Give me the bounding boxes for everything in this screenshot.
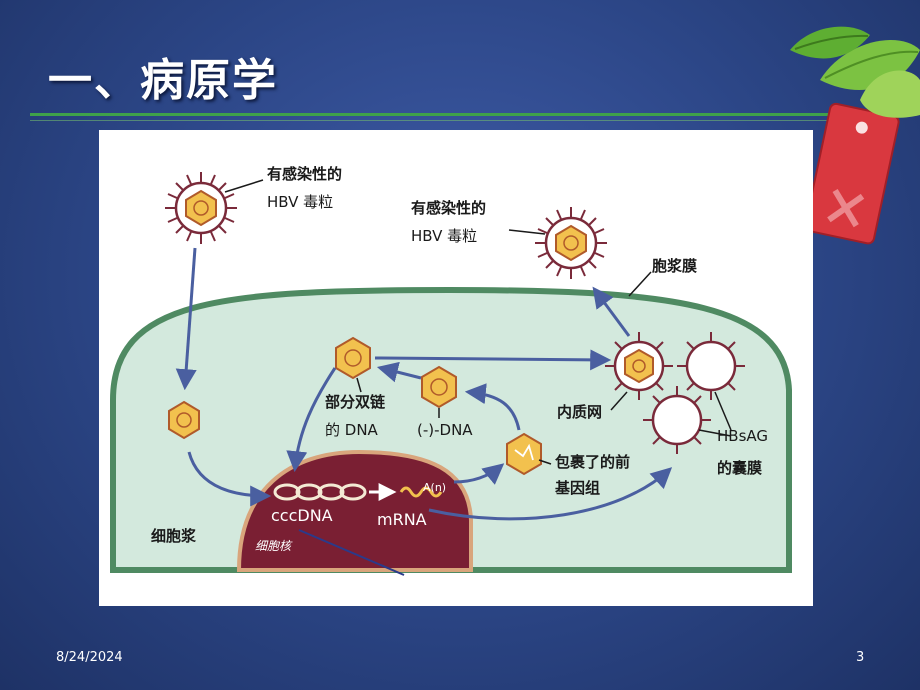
label-mrna: mRNA: [377, 510, 427, 529]
leader-pregenome: [538, 459, 552, 465]
slide-page-number: 3: [856, 650, 865, 665]
capsid-minus-dna: [421, 365, 457, 409]
pointer-line: [298, 529, 405, 576]
arrow-minus-to-partial: [376, 361, 422, 383]
capsid-entering: [168, 400, 200, 440]
hbv-lifecycle-diagram: [110, 172, 792, 576]
virion-outgoing: [535, 207, 607, 279]
title-divider-thin: [30, 120, 882, 121]
hbsag-envelope-1: [677, 332, 745, 400]
virion-incoming: [165, 172, 237, 244]
capsid-pregenome: [506, 432, 542, 476]
title-divider: [30, 113, 882, 116]
mrna-squiggle: [399, 486, 443, 498]
leader-er: [610, 391, 628, 411]
arrow-er-to-membrane: [592, 286, 631, 337]
cccdna-rings: [273, 483, 367, 501]
leader-virion-out: [508, 229, 546, 235]
label-nucleus: 细胞核: [255, 539, 292, 553]
leader-partial-dsdna: [356, 377, 362, 393]
label-er: 内质网: [557, 403, 603, 421]
arrow-partial-to-er: [374, 349, 612, 371]
label-hbsag-2: 的囊膜: [717, 459, 763, 477]
label-pregenome-1: 包裹了的前: [555, 453, 631, 471]
leader-hbsag-2: [698, 429, 732, 437]
leader-hbsag-1: [714, 391, 732, 431]
leaf-tag-decoration: [790, 26, 920, 245]
label-minus-dna: (-)-DNA: [417, 421, 473, 439]
arrow-mrna-to-pregenome: [453, 463, 505, 485]
label-hbsag-1: HBsAG: [717, 427, 769, 445]
arrow-to-nucleus: [187, 451, 272, 507]
label-poly-a: A(n): [423, 481, 447, 494]
label-cccdna: cccDNA: [271, 506, 333, 525]
slide-title: 一、病原学: [48, 55, 278, 106]
label-partial-dsdna-2: 的 DNA: [325, 421, 378, 439]
label-partial-dsdna-1: 部分双链: [325, 393, 386, 411]
leader-plasma-membrane: [628, 271, 652, 297]
virion-budding-er: [605, 332, 673, 400]
nucleus: [236, 449, 473, 572]
label-virion-in-1: 有感染性的: [267, 165, 343, 183]
label-cytoplasm: 细胞浆: [151, 527, 197, 545]
label-virion-out-2: HBV 毒粒: [411, 227, 478, 245]
label-plasma-membrane: 胞浆膜: [652, 257, 698, 275]
capsid-partial-dsdna: [335, 336, 371, 380]
slide-date: 8/24/2024: [56, 650, 123, 665]
arrow-pregenome-to-minus: [464, 383, 521, 431]
label-virion-in-2: HBV 毒粒: [267, 193, 334, 211]
arrow-entry: [175, 247, 197, 391]
arrow-to-partial-dsdna: [286, 367, 337, 473]
leader-virion-in: [224, 179, 264, 193]
hbv-lifecycle-figure: 有感染性的 HBV 毒粒 有感染性的 HBV 毒粒 胞浆膜 部分双链 的 DNA…: [99, 130, 813, 606]
hbsag-envelope-2: [643, 386, 711, 454]
arrow-mrna-to-er: [428, 467, 673, 521]
label-virion-out-1: 有感染性的: [411, 199, 487, 217]
label-pregenome-2: 基因组: [555, 479, 601, 497]
